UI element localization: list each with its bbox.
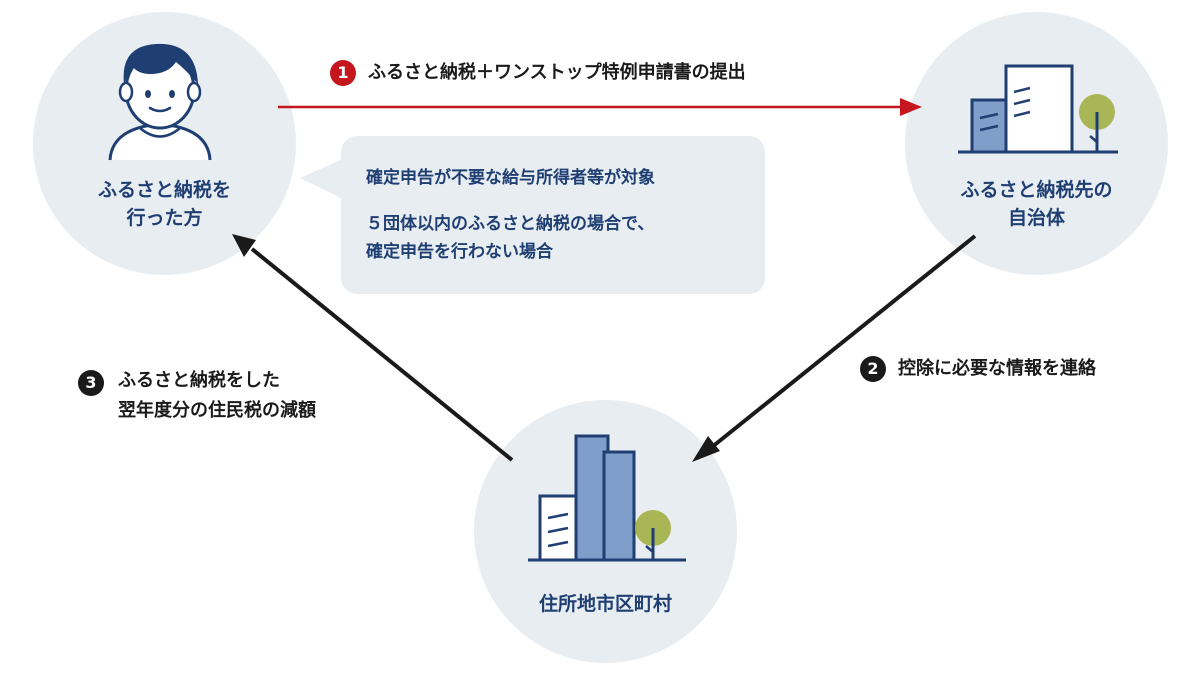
step-1-badge: 1 <box>330 60 356 86</box>
person-icon <box>108 43 212 161</box>
step-2-label: 控除に必要な情報を連絡 <box>898 358 1096 379</box>
note-callout <box>341 136 765 294</box>
municipal-building-icon <box>528 434 686 562</box>
arrow-step-1 <box>278 98 922 116</box>
arrow-step-2 <box>692 234 977 462</box>
step-2-badge: 2 <box>860 356 886 382</box>
residence-label: 住所地市区町村 <box>538 593 672 615</box>
destination-label: ふるさと納税先の 自治体 <box>960 179 1113 229</box>
arrow-step-3 <box>232 234 514 462</box>
donor-label: ふるさと納税を 行った方 <box>97 179 231 229</box>
step-1-label: ふるさと納税＋ワンストップ特例申請書の提出 <box>368 62 746 83</box>
callout-line-2: ５団体以内のふるさと納税の場合で、 確定申告を行わない場合 <box>366 214 655 262</box>
city-building-icon <box>958 64 1118 154</box>
callout-line-1: 確定申告が不要な給与所得者等が対象 <box>366 168 655 188</box>
step-3-badge: 3 <box>78 370 104 396</box>
step-3-label: ふるさと納税をした 翌年度分の住民税の減額 <box>118 370 316 421</box>
